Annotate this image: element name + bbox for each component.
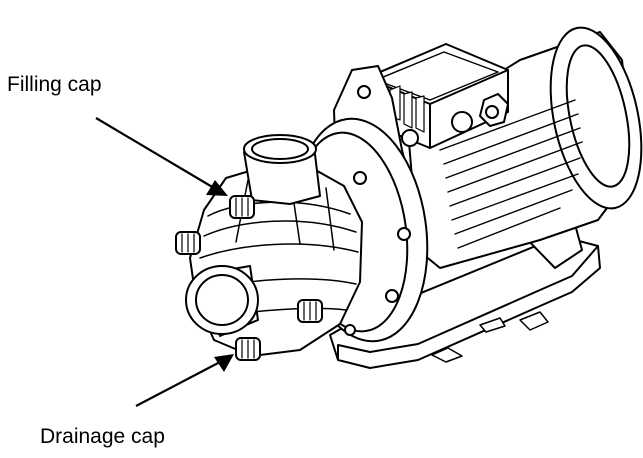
drainage-cap-label: Drainage cap	[40, 425, 165, 448]
filling-cap-arrow	[95, 117, 228, 196]
inlet-pipe	[185, 265, 259, 337]
filling-cap-knob	[229, 195, 255, 219]
drainage-cap-arrow	[135, 354, 234, 407]
front-cap-knob	[297, 299, 323, 323]
outlet-pipe	[243, 134, 321, 205]
terminal-box	[365, 43, 509, 149]
filling-cap-label: Filling cap	[7, 73, 102, 96]
drainage-cap-knob	[235, 337, 261, 361]
side-cap-knob	[175, 231, 201, 255]
motor-body	[407, 26, 643, 269]
